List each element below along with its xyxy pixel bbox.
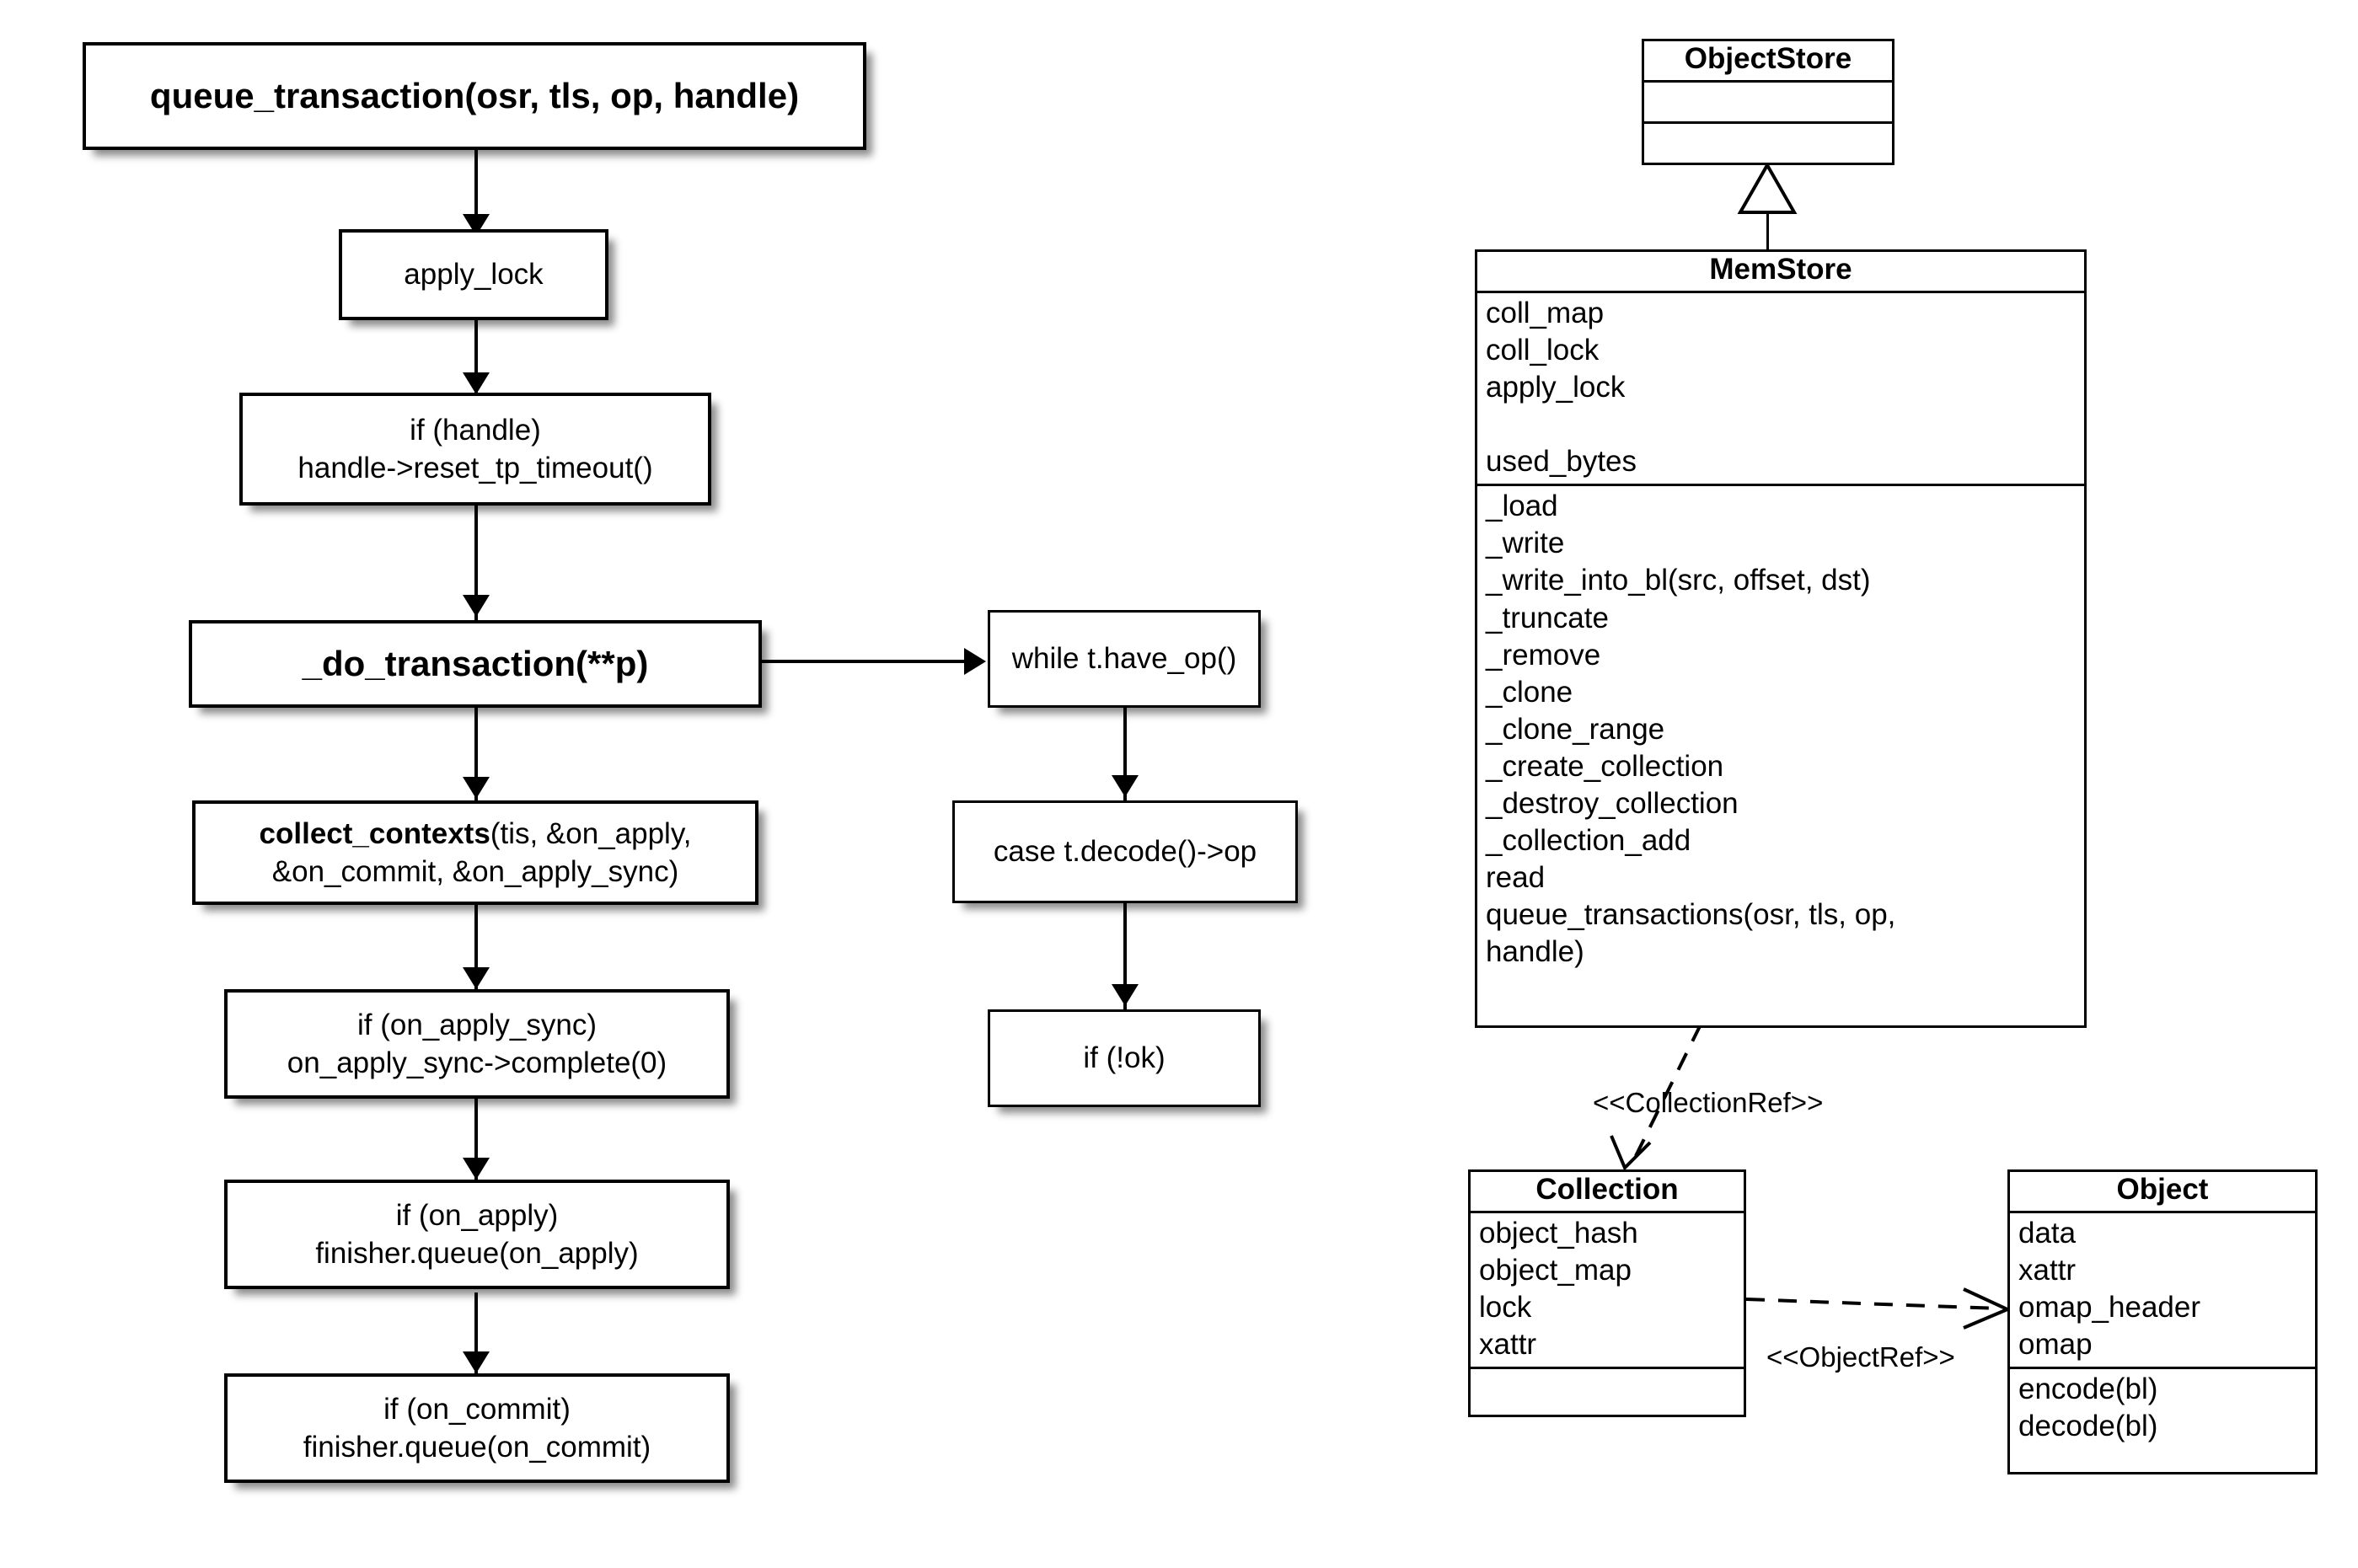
class-method: queue_transactions(osr, tls, op,	[1486, 898, 1896, 932]
class-attribute: object_hash	[1479, 1216, 1638, 1250]
class-attribute: omap	[2018, 1328, 2093, 1362]
class-attribute: data	[2018, 1216, 2077, 1250]
class-object-name: Object	[2010, 1172, 2315, 1213]
flow-node-label-line2: finisher.queue(on_commit)	[303, 1431, 651, 1464]
collectionref-stereotype-label: <<CollectionRef>>	[1593, 1087, 1824, 1118]
arrowhead-dotransaction-to-whilehaveop	[964, 648, 986, 675]
connector-applylock-to-ifhandle	[474, 320, 478, 393]
class-method: _collection_add	[1486, 824, 1691, 858]
connector-ifapplysync-to-ifapply	[474, 1099, 478, 1180]
flow-node-if-handle[interactable]: if (handle) handle->reset_tp_timeout()	[239, 393, 711, 506]
connector-whilehaveop-to-casedecode	[1123, 708, 1127, 800]
flow-node-label: _do_transaction(**p)	[302, 643, 649, 683]
class-attribute: used_bytes	[1486, 445, 1637, 479]
class-collection[interactable]: Collection object_hash object_map lock x…	[1468, 1169, 1746, 1417]
class-memstore-attributes: coll_map coll_lock apply_lock used_bytes	[1477, 293, 2084, 484]
class-attribute: object_map	[1479, 1253, 1632, 1287]
class-object-attributes: data xattr omap_header omap	[2010, 1213, 2315, 1367]
connector-ifhandle-to-dotransaction	[474, 506, 478, 620]
class-objectstore-attributes	[1644, 83, 1892, 121]
class-object-methods: encode(bl) decode(bl)	[2010, 1367, 2315, 1448]
class-method: handle)	[1486, 935, 1584, 969]
class-attribute: apply_lock	[1486, 370, 1626, 404]
flow-node-do-transaction[interactable]: _do_transaction(**p)	[189, 620, 762, 708]
class-method: _write_into_bl(src, offset, dst)	[1486, 564, 1871, 597]
arrowhead-ifapplysync-to-ifapply	[463, 1158, 490, 1180]
class-method: _write	[1486, 527, 1565, 560]
class-object[interactable]: Object data xattr omap_header omap encod…	[2007, 1169, 2318, 1474]
class-attribute: coll_map	[1486, 296, 1605, 329]
flow-node-if-not-ok[interactable]: if (!ok)	[988, 1009, 1261, 1107]
class-memstore-name: MemStore	[1477, 252, 2084, 293]
collect-contexts-args-1: (tis, &on_apply,	[490, 816, 692, 850]
flow-node-apply-lock[interactable]: apply_lock	[339, 229, 608, 320]
arrowhead-dotransaction-to-collect	[463, 777, 490, 799]
objectref-stereotype-label: <<ObjectRef>>	[1766, 1341, 1955, 1373]
class-collection-name: Collection	[1471, 1172, 1744, 1213]
flow-node-label-line1: if (on_apply)	[395, 1198, 559, 1232]
class-method: decode(bl)	[2018, 1410, 2158, 1443]
flow-node-label: queue_transaction(osr, tls, op, handle)	[149, 75, 800, 115]
arrowhead-whilehaveop-to-casedecode	[1112, 775, 1139, 797]
generalization-stem	[1766, 185, 1769, 251]
class-memstore-methods: _load _write _write_into_bl(src, offset,…	[1477, 484, 2084, 974]
collectionref-dashed-line	[1632, 1024, 1702, 1162]
arrowhead-ifhandle-to-dotransaction	[463, 595, 490, 617]
flow-node-case-decode[interactable]: case t.decode()->op	[952, 800, 1298, 903]
class-method: read	[1486, 861, 1546, 895]
flow-node-label-line2: &on_commit, &on_apply_sync)	[271, 855, 679, 888]
flow-node-label: if (!ok)	[1083, 1041, 1166, 1075]
flow-node-if-on-apply[interactable]: if (on_apply) finisher.queue(on_apply)	[224, 1180, 730, 1289]
class-objectstore-methods	[1644, 120, 1892, 163]
collect-contexts-fn-name: collect_contexts	[259, 816, 490, 850]
flow-node-label-line1: if (on_apply_sync)	[356, 1008, 598, 1041]
class-method: _clone_range	[1486, 712, 1665, 746]
flow-node-while-have-op[interactable]: while t.have_op()	[988, 610, 1261, 708]
flow-node-label-line1: collect_contexts(tis, &on_apply,	[202, 815, 748, 854]
flow-node-label-line1: if (on_commit)	[383, 1392, 571, 1426]
generalization-triangle-icon	[1737, 161, 1798, 214]
flow-node-label: while t.have_op()	[1011, 642, 1237, 676]
class-memstore[interactable]: MemStore coll_map coll_lock apply_lock u…	[1475, 249, 2087, 1028]
arrowhead-ifapply-to-ifcommit	[463, 1351, 490, 1373]
flow-node-label-line2: on_apply_sync->complete(0)	[287, 1046, 667, 1079]
flow-node-if-on-commit[interactable]: if (on_commit) finisher.queue(on_commit)	[224, 1373, 730, 1483]
class-collection-attributes: object_hash object_map lock xattr	[1471, 1213, 1744, 1367]
class-attribute: xattr	[1479, 1328, 1537, 1362]
objectref-dashed-line	[1745, 1298, 2000, 1310]
flow-node-if-on-apply-sync[interactable]: if (on_apply_sync) on_apply_sync->comple…	[224, 989, 730, 1099]
class-collection-methods	[1471, 1367, 1744, 1407]
class-objectstore[interactable]: ObjectStore	[1642, 39, 1894, 165]
class-method: _clone	[1486, 675, 1573, 709]
class-attribute: lock	[1479, 1290, 1532, 1324]
connector-collect-to-ifapplysync	[474, 905, 478, 989]
class-attribute: xattr	[2018, 1253, 2077, 1287]
class-attribute: coll_lock	[1486, 333, 1600, 367]
class-method: _create_collection	[1486, 749, 1724, 783]
flow-node-label: apply_lock	[404, 258, 544, 292]
class-method: _truncate	[1486, 601, 1609, 634]
flow-node-collect-contexts[interactable]: collect_contexts(tis, &on_apply, &on_com…	[192, 800, 758, 905]
flow-node-label-line1: if (handle)	[410, 413, 541, 447]
class-attribute: omap_header	[2018, 1290, 2200, 1324]
flow-node-label-line2: finisher.queue(on_apply)	[315, 1237, 639, 1270]
connector-ifapply-to-ifcommit	[474, 1292, 478, 1373]
arrowhead-collect-to-ifapplysync	[463, 967, 490, 989]
class-method: _load	[1486, 490, 1558, 523]
connector-dotransaction-to-collect	[474, 708, 478, 800]
class-method: _remove	[1486, 638, 1601, 672]
class-method: encode(bl)	[2018, 1373, 2158, 1406]
collectionref-open-arrow-icon	[1610, 1135, 1652, 1171]
connector-casedecode-to-ifnotok	[1123, 903, 1127, 1009]
class-objectstore-name: ObjectStore	[1644, 41, 1892, 83]
connector-dotransaction-to-whilehaveop	[760, 660, 971, 663]
arrowhead-casedecode-to-ifnotok	[1112, 984, 1139, 1006]
connector-queue-to-applylock	[474, 150, 478, 229]
flow-node-queue-transaction[interactable]: queue_transaction(osr, tls, op, handle)	[83, 42, 866, 150]
arrowhead-applylock-to-ifhandle	[463, 372, 490, 394]
flow-node-label: case t.decode()->op	[993, 835, 1257, 869]
class-method: _destroy_collection	[1486, 786, 1739, 820]
flow-node-label-line2: handle->reset_tp_timeout()	[297, 452, 653, 484]
